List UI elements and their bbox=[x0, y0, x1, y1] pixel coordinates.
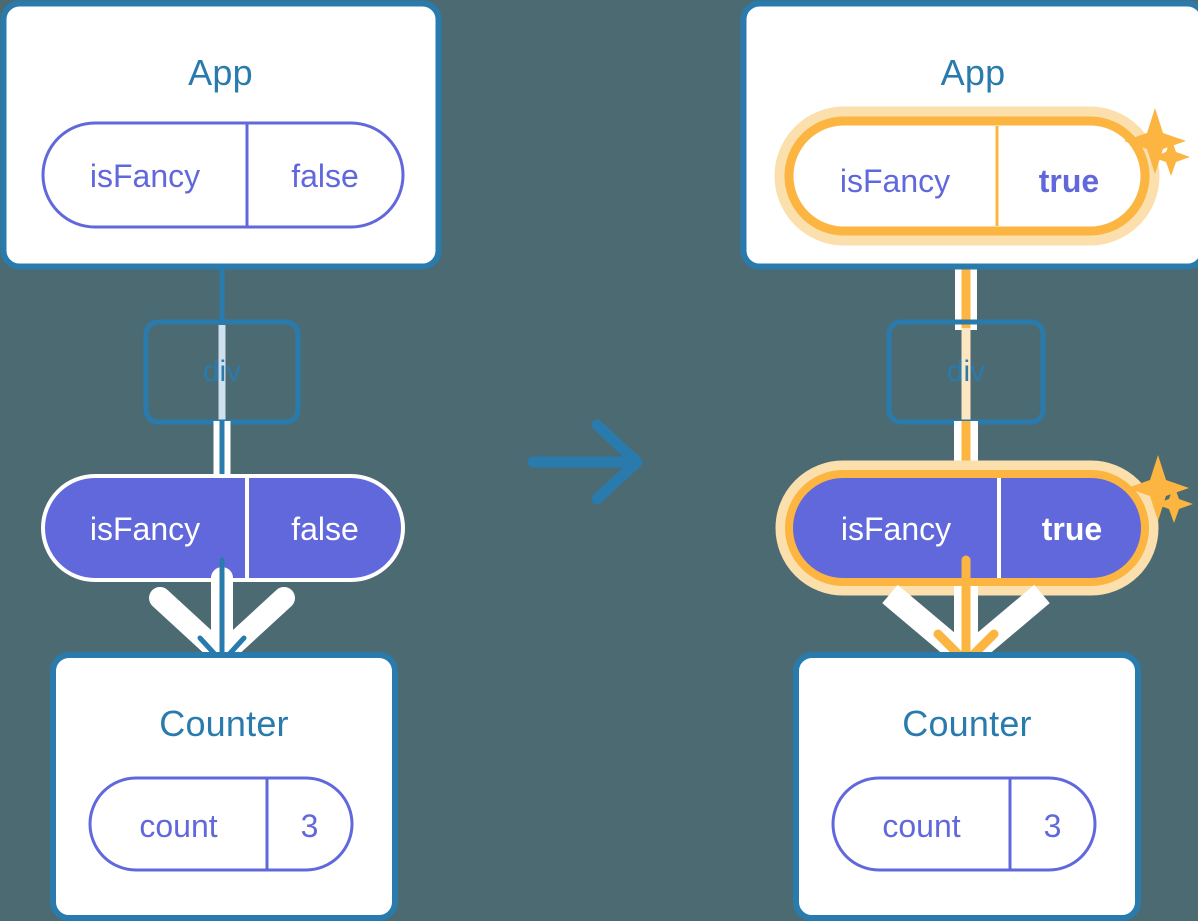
sparkle-large-icon bbox=[1127, 455, 1189, 521]
app-state-pill-after bbox=[774, 106, 1160, 246]
prop-pill-before bbox=[41, 474, 405, 582]
sparkle-group-app bbox=[1124, 108, 1190, 176]
app-state-pill-before bbox=[41, 121, 405, 229]
sparkle-small-icon bbox=[1155, 485, 1193, 523]
panel-after bbox=[740, 0, 1198, 921]
sparkle-small-icon bbox=[1152, 138, 1190, 176]
counter-state-pill-before bbox=[88, 776, 354, 872]
sparkle-large-icon bbox=[1124, 108, 1186, 174]
transition-arrow-icon bbox=[527, 419, 643, 505]
counter-state-pill-after bbox=[831, 776, 1097, 872]
panel-before bbox=[0, 0, 442, 921]
sparkle-group-prop bbox=[1127, 455, 1193, 523]
prop-pill-after bbox=[775, 460, 1159, 596]
